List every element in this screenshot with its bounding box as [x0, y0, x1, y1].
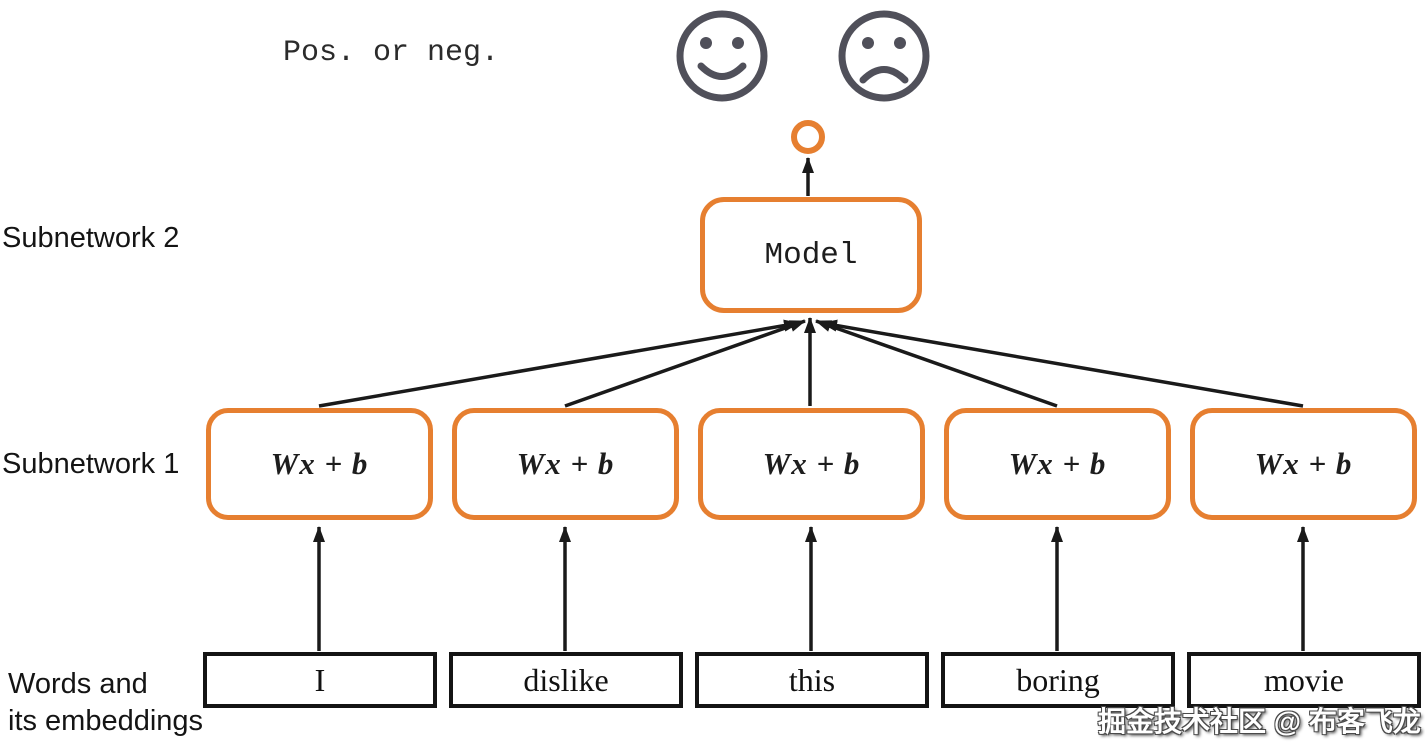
model-box-label: Model	[764, 237, 858, 273]
output-node-circle	[791, 120, 825, 154]
arrow-wx5-to-model	[821, 319, 1304, 408]
word-box-i-label: I	[314, 661, 326, 698]
word-box-dislike-label: dislike	[523, 661, 609, 698]
row-label-words-line1: Words and	[8, 668, 148, 700]
wx-box-4: Wx + b	[944, 408, 1171, 520]
wx-box-5: Wx + b	[1190, 408, 1417, 520]
wx-box-5-label: Wx + b	[1254, 446, 1353, 481]
word-box-boring-label: boring	[1016, 661, 1100, 698]
arrow-wx1-to-model	[318, 319, 800, 408]
row-label-words-line2: its embeddings	[8, 705, 204, 737]
happy-face-icon	[676, 10, 768, 102]
wx-box-3-label: Wx + b	[762, 446, 861, 481]
sad-face-icon	[838, 10, 930, 102]
wx-box-1-label: Wx + b	[270, 446, 369, 481]
row-label-subnetwork-2: Subnetwork 2	[2, 222, 180, 254]
word-box-movie: movie	[1187, 652, 1421, 708]
row-label-words-embeddings: Words and its embeddings	[8, 666, 203, 740]
word-box-this-label: this	[788, 661, 836, 698]
word-box-i: I	[203, 652, 437, 708]
arrow-wx4-to-model	[815, 319, 1058, 408]
wx-box-1: Wx + b	[206, 408, 433, 520]
caption-pos-or-neg: Pos. or neg.	[283, 36, 500, 70]
wx-box-2-label: Wx + b	[516, 446, 615, 481]
row-label-subnetwork-1: Subnetwork 1	[2, 448, 180, 480]
wx-box-2: Wx + b	[452, 408, 679, 520]
arrow-wx2-to-model	[564, 319, 806, 408]
word-box-this: this	[695, 652, 929, 708]
watermark-text: 掘金技术社区 @ 布客飞龙	[1098, 706, 1421, 737]
word-box-dislike: dislike	[449, 652, 683, 708]
wx-box-3: Wx + b	[698, 408, 925, 520]
word-box-movie-label: movie	[1264, 661, 1344, 698]
model-box: Model	[700, 197, 922, 313]
word-box-boring: boring	[941, 652, 1175, 708]
wx-box-4-label: Wx + b	[1008, 446, 1107, 481]
